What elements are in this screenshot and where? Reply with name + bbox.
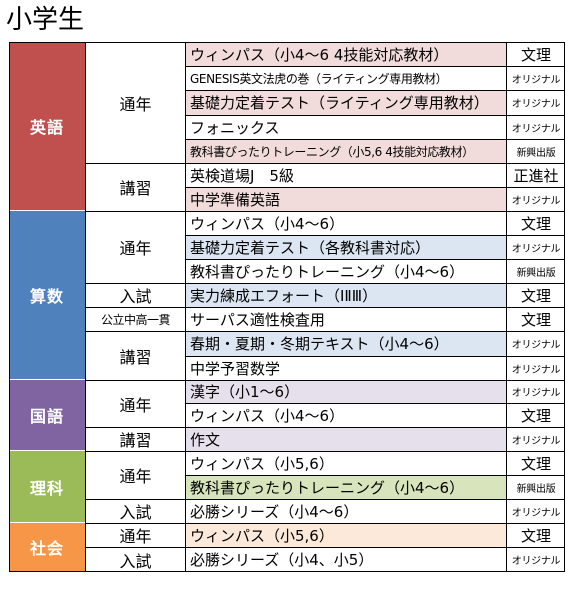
row-divider	[186, 90, 565, 91]
material-cell: ウィンパス（小4～6）	[186, 211, 507, 235]
row-divider	[186, 187, 565, 188]
subject-cell: 社会	[9, 523, 85, 572]
course-type-cell: 入試	[85, 499, 186, 523]
course-type-cell: 入試	[85, 547, 186, 572]
row-divider	[186, 66, 565, 67]
row-divider	[85, 427, 565, 428]
material-cell: 教科書ぴったりトレーニング（小4～6）	[186, 259, 507, 283]
publisher-cell: 文理	[507, 283, 565, 307]
course-type-cell: 通年	[85, 42, 186, 163]
course-type-cell: 通年	[85, 380, 186, 427]
publisher-cell: 文理	[507, 523, 565, 547]
material-cell: フォニックス	[186, 115, 507, 139]
page-title: 小学生	[6, 5, 85, 35]
material-cell: 春期・夏期・冬期テキスト（小4～6）	[186, 331, 507, 356]
row-divider	[186, 259, 565, 260]
material-cell: 中学予習数学	[186, 356, 507, 380]
publisher-cell: オリジナル	[507, 356, 565, 380]
material-cell: 実力練成エフォート（ⅠⅡⅢ）	[186, 283, 507, 307]
publisher-cell: 正進社	[507, 163, 565, 187]
course-type-cell: 通年	[85, 523, 186, 547]
material-cell: 基礎力定着テスト（ライティング専用教材）	[186, 90, 507, 115]
row-divider	[186, 235, 565, 236]
publisher-cell: オリジナル	[507, 90, 565, 115]
subject-cell: 理科	[9, 451, 85, 523]
row-divider	[186, 475, 565, 476]
publisher-cell: 文理	[507, 307, 565, 331]
course-type-cell: 講習	[85, 427, 186, 451]
material-cell: GENESIS英文法虎の巻（ライティング専用教材）	[186, 66, 507, 90]
publisher-cell: オリジナル	[507, 331, 565, 356]
material-cell: ウィンパス（小4～6 4技能対応教材）	[186, 42, 507, 66]
row-divider	[85, 380, 565, 381]
subject-cell: 国語	[9, 380, 85, 451]
course-type-cell: 講習	[85, 163, 186, 211]
publisher-cell: オリジナル	[507, 427, 565, 451]
row-divider	[85, 211, 565, 212]
publisher-cell: 文理	[507, 42, 565, 66]
publisher-cell: オリジナル	[507, 499, 565, 523]
row-divider	[186, 403, 565, 404]
publisher-cell: オリジナル	[507, 380, 565, 403]
row-divider	[85, 547, 565, 548]
publisher-cell: 文理	[507, 403, 565, 427]
row-divider	[85, 451, 565, 452]
material-cell: サーパス適性検査用	[186, 307, 507, 331]
publisher-cell: 文理	[507, 211, 565, 235]
material-cell: 必勝シリーズ（小4、小5）	[186, 547, 507, 572]
course-type-cell: 公立中高一貫	[85, 307, 186, 331]
publisher-cell: 新興出版	[507, 259, 565, 283]
row-divider	[85, 499, 565, 500]
material-cell: ウィンパス（小5,6）	[186, 451, 507, 475]
subject-cell: 英語	[9, 42, 85, 211]
course-type-cell: 講習	[85, 331, 186, 380]
material-cell: 必勝シリーズ（小4～6）	[186, 499, 507, 523]
row-divider	[85, 307, 565, 308]
material-cell: 基礎力定着テスト（各教科書対応）	[186, 235, 507, 259]
material-cell: 教科書ぴったりトレーニング（小4～6）	[186, 475, 507, 499]
material-cell: 漢字（小1～6）	[186, 380, 507, 403]
publisher-cell: オリジナル	[507, 115, 565, 139]
curriculum-table: 英語算数国語理科社会 通年講習通年入試公立中高一貫講習通年講習通年入試通年入試 …	[9, 42, 565, 572]
subject-cell: 算数	[9, 211, 85, 380]
publisher-cell: 文理	[507, 451, 565, 475]
material-cell: 作文	[186, 427, 507, 451]
publisher-cell: オリジナル	[507, 547, 565, 572]
publisher-cell: 新興出版	[507, 475, 565, 499]
row-divider	[85, 283, 565, 284]
publisher-cell: オリジナル	[507, 235, 565, 259]
course-type-cell: 入試	[85, 283, 186, 307]
row-divider	[186, 356, 565, 357]
row-divider	[85, 523, 565, 524]
publisher-cell: オリジナル	[507, 187, 565, 211]
material-cell: 教科書ぴったりトレーニング（小5,6 4技能対応教材）	[186, 139, 507, 163]
material-cell: 中学準備英語	[186, 187, 507, 211]
course-type-cell: 通年	[85, 211, 186, 283]
publisher-cell: 新興出版	[507, 139, 565, 163]
material-cell: 英検道場J 5級	[186, 163, 507, 187]
row-divider	[85, 163, 565, 164]
material-cell: ウィンパス（小5,6）	[186, 523, 507, 547]
row-divider	[85, 331, 565, 332]
publisher-cell: オリジナル	[507, 66, 565, 90]
course-type-cell: 通年	[85, 451, 186, 499]
row-divider	[186, 139, 565, 140]
row-divider	[186, 115, 565, 116]
material-cell: ウィンパス（小4～6）	[186, 403, 507, 427]
